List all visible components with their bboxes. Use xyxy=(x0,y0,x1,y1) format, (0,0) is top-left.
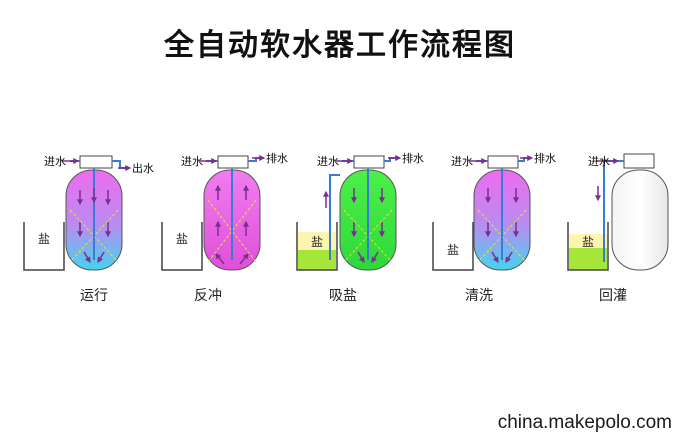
brine-tank: 盐 xyxy=(296,222,338,271)
water-in-label: 进水 xyxy=(588,155,610,168)
water-in-label: 进水 xyxy=(44,155,66,168)
stage-rinse: 盐 进水 排水 xyxy=(432,151,556,271)
watermark: china.makepolo.com xyxy=(495,412,674,434)
brine-tank: 盐 xyxy=(23,222,65,271)
stage-label-backwash: 反冲 xyxy=(194,288,222,304)
brine-tank: 盐 xyxy=(432,222,474,271)
control-valve xyxy=(79,155,113,169)
stage-backwash: 盐 进水 排水 xyxy=(161,151,288,271)
stage-brine-draw: 盐 进水 排水 xyxy=(296,151,424,271)
salt-label: 盐 xyxy=(311,235,323,249)
diagram-title: 全自动软水器工作流程图 xyxy=(164,28,516,63)
drain-label: 排水 xyxy=(402,151,424,165)
salt-label: 盐 xyxy=(38,232,50,246)
water-out-label: 出水 xyxy=(132,161,154,175)
stage-label-refill: 回灌 xyxy=(599,288,627,304)
water-in-label: 进水 xyxy=(181,155,203,168)
resin-tank xyxy=(611,169,669,271)
water-in-label: 进水 xyxy=(451,155,473,168)
control-valve xyxy=(353,155,385,169)
salt-label: 盐 xyxy=(176,232,188,246)
control-valve xyxy=(487,155,519,169)
brine-tank: 盐 xyxy=(567,222,609,271)
control-valve xyxy=(623,153,655,169)
salt-label: 盐 xyxy=(582,235,594,249)
stage-label-rinse: 清洗 xyxy=(465,288,493,304)
drain-label: 排水 xyxy=(266,151,288,165)
salt-label: 盐 xyxy=(447,243,459,257)
water-in-label: 进水 xyxy=(317,155,339,168)
stage-label-run: 运行 xyxy=(80,288,108,304)
drain-label: 排水 xyxy=(534,151,556,165)
brine-line xyxy=(329,174,340,260)
stage-label-brine-draw: 吸盐 xyxy=(329,288,357,304)
control-valve xyxy=(217,155,249,169)
brine-tank: 盐 xyxy=(161,222,203,271)
stage-run: 盐 进水 出水 xyxy=(23,155,154,271)
stage-refill: 盐 进水 xyxy=(567,153,669,271)
